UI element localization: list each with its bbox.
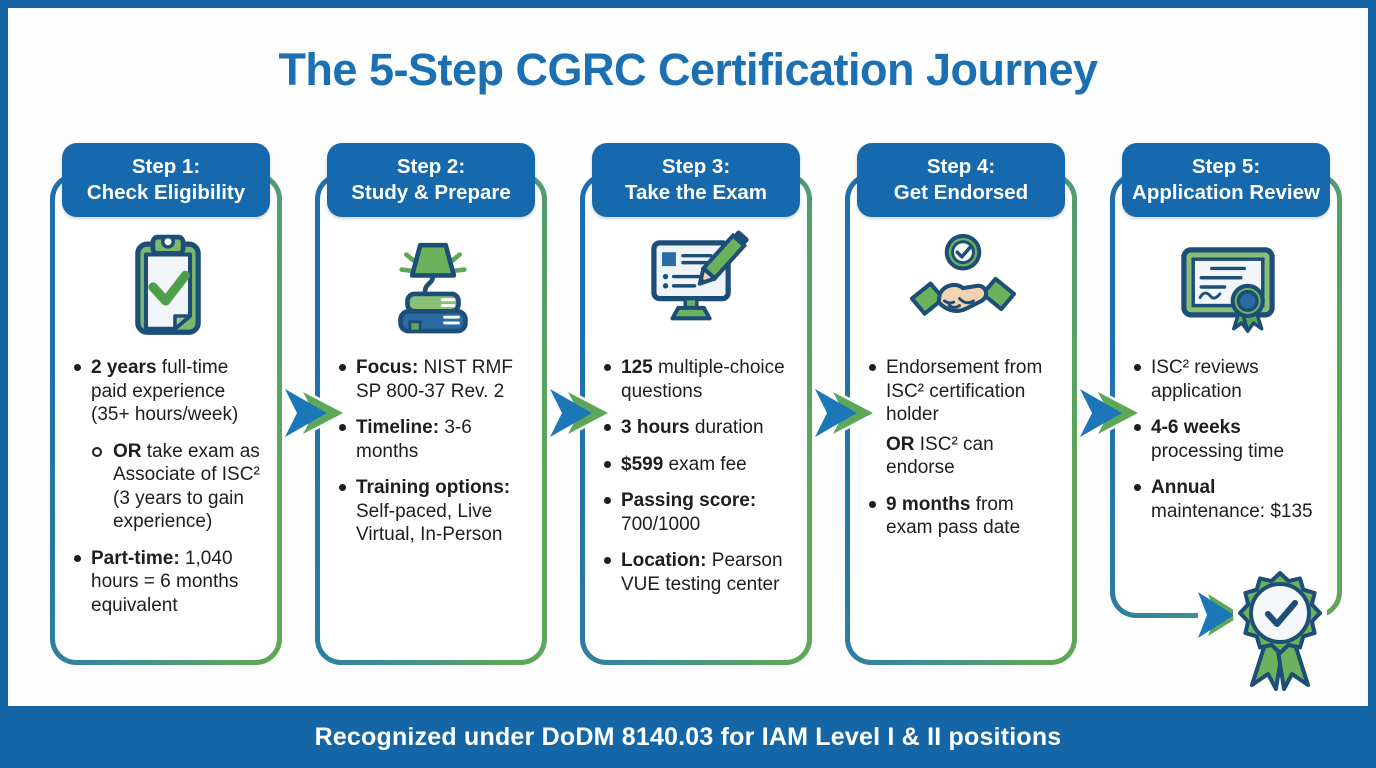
bullet-item: OR ISC² can endorse bbox=[886, 433, 994, 479]
certificate-icon bbox=[1131, 228, 1325, 346]
step-5-body: ISC² reviews application 4-6 weeks proces… bbox=[1115, 178, 1337, 613]
arrow-step3-to-step4 bbox=[815, 384, 879, 442]
step-3-body: 125 multiple-choice questions 3 hours dur… bbox=[585, 178, 807, 660]
step-3-bullet-list: 125 multiple-choice questions 3 hours dur… bbox=[601, 356, 795, 596]
bullet-item: 2 years full-time paid experience (35+ h… bbox=[73, 356, 265, 427]
bullet-item: 125 multiple-choice questions bbox=[603, 356, 795, 403]
bullet-item: Timeline: 3-6 months bbox=[338, 416, 530, 463]
step-number: Step 3: bbox=[661, 155, 731, 179]
step-2-card: Step 2: Study & Prepare Focus: NIS bbox=[315, 143, 547, 665]
step-2-header: Step 2: Study & Prepare bbox=[327, 143, 535, 217]
exam-monitor-pencil-icon bbox=[601, 228, 795, 346]
bullet-item: 9 months from exam pass date bbox=[868, 493, 1060, 540]
step-4-body: Endorsement from ISC² certification hold… bbox=[850, 178, 1072, 660]
step-title: Study & Prepare bbox=[351, 181, 511, 204]
clipboard-check-icon bbox=[71, 228, 265, 346]
step-title: Take the Exam bbox=[624, 181, 768, 204]
bullet-item: ISC² reviews application bbox=[1133, 356, 1325, 403]
step-1-header: Step 1: Check Eligibility bbox=[62, 143, 270, 217]
step-title: Check Eligibility bbox=[86, 181, 246, 204]
step-1-body: 2 years full-time paid experience (35+ h… bbox=[55, 178, 277, 660]
page-title: The 5-Step CGRC Certification Journey bbox=[278, 44, 1098, 95]
step-1-card: Step 1: Check Eligibility 2 years full-t… bbox=[50, 143, 282, 665]
step-3-header: Step 3: Take the Exam bbox=[592, 143, 800, 217]
footer-text: Recognized under DoDM 8140.03 for IAM Le… bbox=[314, 722, 1062, 751]
step-5-card: Step 5: Application Review ISC² re bbox=[1110, 143, 1342, 618]
bullet-item: Training options: Self-paced, Live Virtu… bbox=[338, 476, 530, 547]
step-title: Get Endorsed bbox=[893, 181, 1029, 204]
bullet-item: Location: Pearson VUE testing center bbox=[603, 549, 795, 596]
bullet-item: Annual maintenance: $135 bbox=[1133, 476, 1325, 523]
step-4-bullet-list: Endorsement from ISC² certification hold… bbox=[866, 356, 1060, 540]
bullet-item: Part-time: 1,040 hours = 6 months equiva… bbox=[73, 547, 265, 618]
arrow-step1-to-step2 bbox=[285, 384, 349, 442]
bullet-item: OR take exam as Associate of ISC² (3 yea… bbox=[73, 440, 265, 534]
step-1-bullet-list: 2 years full-time paid experience (35+ h… bbox=[71, 356, 265, 617]
step-number: Step 2: bbox=[396, 155, 466, 179]
bullet-item: $599 exam fee bbox=[603, 453, 795, 477]
step-5-bullet-list: ISC² reviews application 4-6 weeks proces… bbox=[1131, 356, 1325, 523]
step-4-card: Step 4: Get Endorsed Endorsement from IS… bbox=[845, 143, 1077, 665]
step-2-body: Focus: NIST RMF SP 800-37 Rev. 2 Timeline… bbox=[320, 178, 542, 660]
step-number: Step 5: bbox=[1191, 155, 1261, 179]
step-3-card: Step 3: Take the Exam bbox=[580, 143, 812, 665]
bullet-item: 3 hours duration bbox=[603, 416, 795, 440]
step-title: Application Review bbox=[1132, 181, 1320, 204]
bullet-item: Passing score: 700/1000 bbox=[603, 489, 795, 536]
step-4-header: Step 4: Get Endorsed bbox=[857, 143, 1065, 217]
bullet-item: Focus: NIST RMF SP 800-37 Rev. 2 bbox=[338, 356, 530, 403]
completion-rosette-icon bbox=[1233, 571, 1327, 691]
step-2-bullet-list: Focus: NIST RMF SP 800-37 Rev. 2 Timeline… bbox=[336, 356, 530, 547]
step-number: Step 4: bbox=[926, 155, 996, 179]
footer-banner: Recognized under DoDM 8140.03 for IAM Le… bbox=[8, 706, 1368, 768]
bullet-item: 4-6 weeks processing time bbox=[1133, 416, 1325, 463]
arrow-step2-to-step3 bbox=[550, 384, 614, 442]
arrow-step4-to-step5 bbox=[1080, 384, 1144, 442]
lamp-books-icon bbox=[336, 228, 530, 346]
bullet-item: Endorsement from ISC² certification hold… bbox=[868, 356, 1060, 427]
step-5-header: Step 5: Application Review bbox=[1122, 143, 1330, 217]
step-number: Step 1: bbox=[131, 155, 201, 179]
handshake-badge-icon bbox=[866, 228, 1060, 346]
